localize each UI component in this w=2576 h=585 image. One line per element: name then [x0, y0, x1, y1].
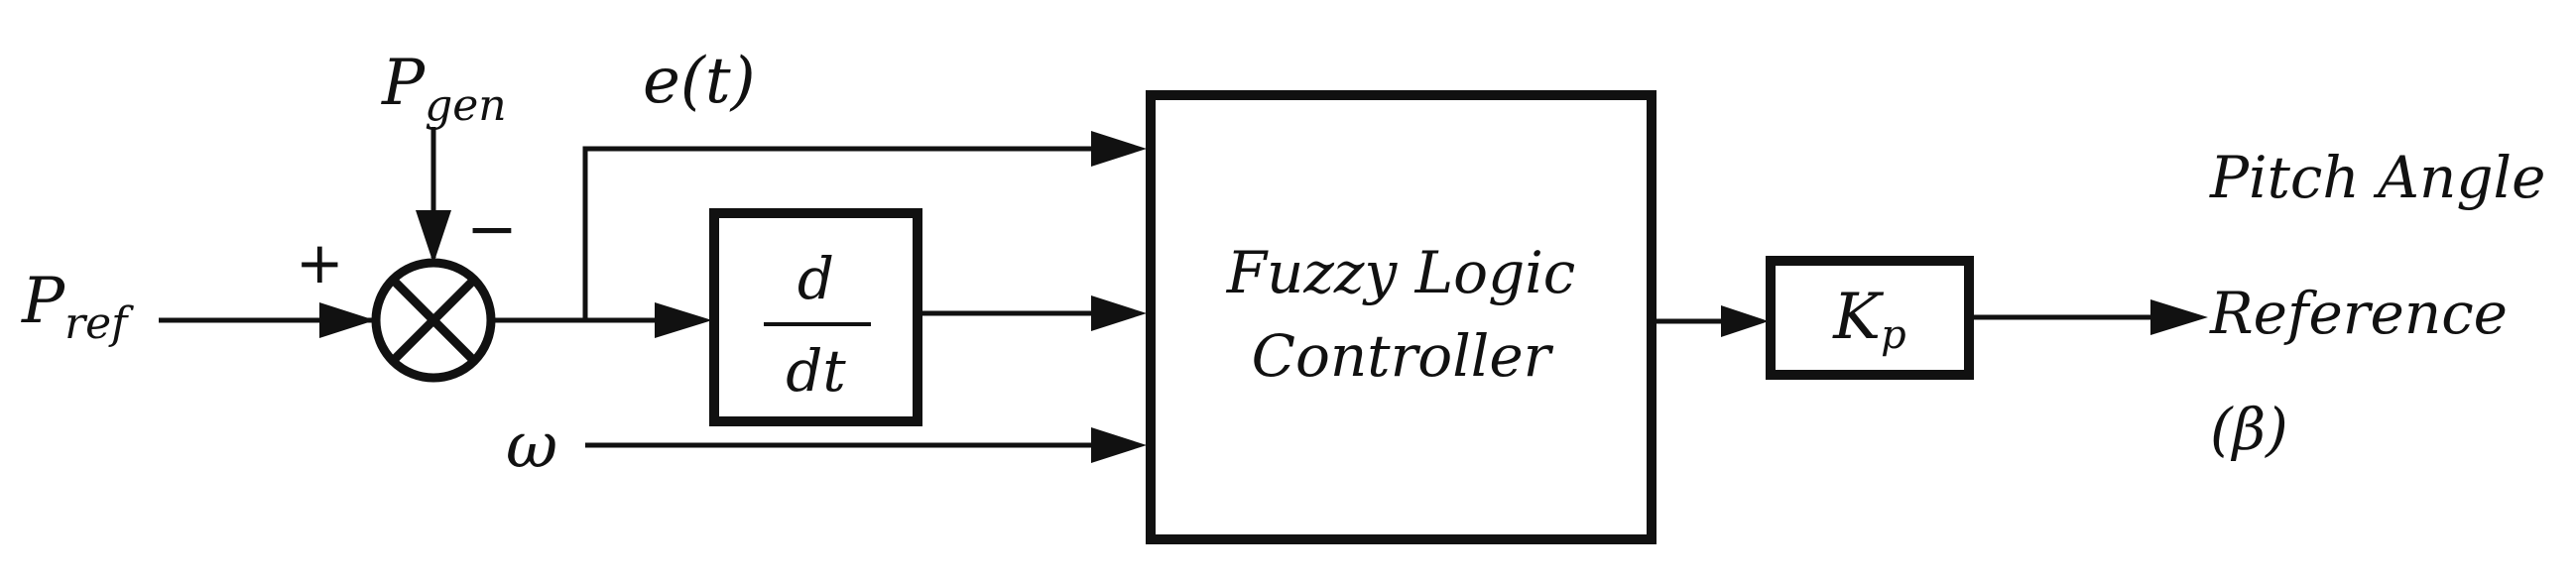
- error-label: e(t): [643, 45, 756, 118]
- derivative-arrowhead: [655, 302, 712, 338]
- omega-label: ω: [506, 410, 558, 483]
- output-arrowhead: [2150, 299, 2208, 335]
- minus-sign: −: [466, 192, 518, 265]
- fuzzy-logic-controller-block: [1146, 90, 1656, 544]
- omega-arrowhead: [1091, 427, 1147, 463]
- derivative-out-arrowhead: [1091, 295, 1147, 331]
- pref-arrowhead: [319, 302, 375, 338]
- pgen-arrowhead: [416, 210, 451, 264]
- p-gen-subscript: gen: [425, 80, 507, 131]
- error-arrowhead: [1091, 131, 1147, 167]
- gain-base: K: [1833, 281, 1882, 354]
- p-gen-base: P: [382, 47, 426, 120]
- derivative-numerator: d: [797, 245, 835, 312]
- p-ref-base: P: [22, 265, 65, 338]
- gain-in-arrowhead: [1721, 305, 1769, 337]
- error-path-line: [582, 146, 1091, 320]
- p-ref-label: Pref: [22, 270, 127, 346]
- p-gen-label: Pgen: [382, 52, 507, 128]
- fuzzy-controller-line1: Fuzzy Logic: [1226, 239, 1576, 306]
- output-label-line1: Pitch Angle: [2210, 144, 2546, 211]
- p-ref-subscript: ref: [64, 298, 128, 349]
- output-label-line2: Reference: [2210, 280, 2508, 347]
- derivative-denominator: dt: [786, 337, 846, 405]
- derivative-block: [709, 208, 922, 426]
- summing-junction-cross-2: [389, 276, 478, 365]
- output-label-line3: (β): [2210, 396, 2288, 463]
- gain-label: Kp: [1771, 286, 1969, 355]
- gain-block: [1766, 256, 1974, 380]
- fuzzy-controller-line2: Controller: [1251, 322, 1551, 390]
- gain-subscript: p: [1881, 312, 1906, 358]
- plus-sign: +: [296, 229, 344, 296]
